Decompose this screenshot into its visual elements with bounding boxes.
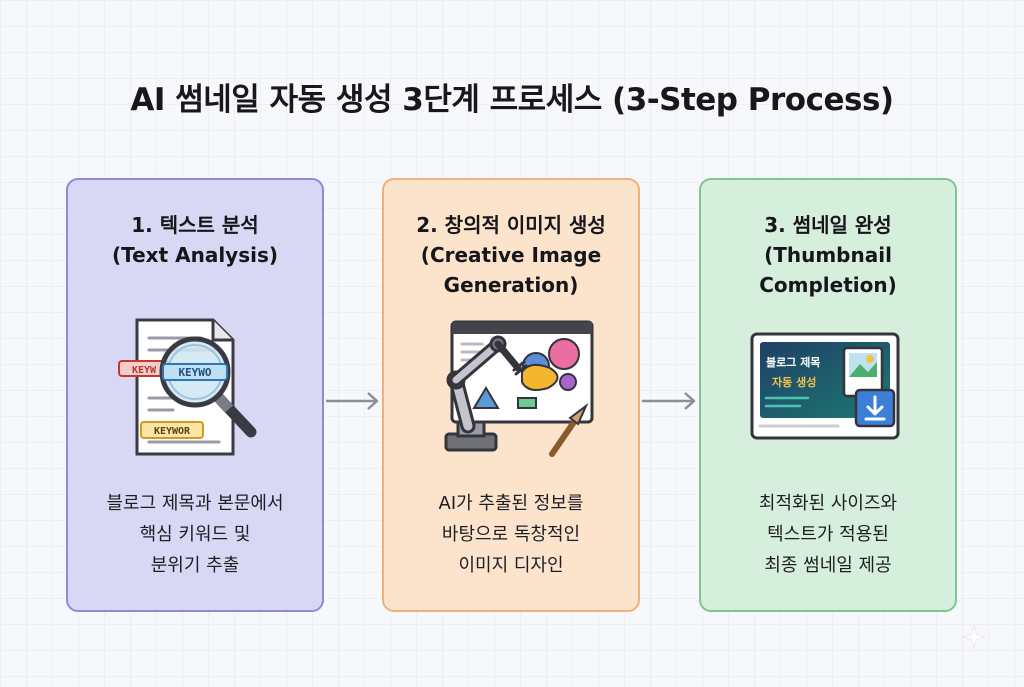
robot-arm-painting-icon xyxy=(444,320,594,457)
step-title: 3. 썸네일 완성 (Thumbnail Completion) xyxy=(701,210,955,300)
step-description: 최적화된 사이즈와 텍스트가 적용된 최종 썸네일 제공 xyxy=(701,488,955,581)
step-card-thumbnail-completion: 3. 썸네일 완성 (Thumbnail Completion) 블로그 제목 … xyxy=(699,178,957,612)
step-description-line: 바탕으로 독창적인 xyxy=(441,524,581,545)
right-arrow-icon xyxy=(642,392,696,410)
step-title-line: 2. 창의적 이미지 생성 xyxy=(416,213,606,237)
thumbnail-title-text: 블로그 제목 xyxy=(766,355,820,369)
keyword-tag: KEYWO xyxy=(178,366,211,379)
step-title-line: 1. 텍스트 분석 xyxy=(131,213,259,237)
keyword-tag: KEYW xyxy=(132,365,157,376)
step-title-line: 3. 썸네일 완성 xyxy=(764,213,892,237)
magnifier-document-icon: KEYW KEYWOR KEYWO xyxy=(118,318,257,456)
step-title: 2. 창의적 이미지 생성 (Creative Image Generation… xyxy=(384,210,638,300)
step-card-text-analysis: 1. 텍스트 분석 (Text Analysis) KEYW KEYWOR KE… xyxy=(66,178,324,612)
step-description-line: 블로그 제목과 본문에서 xyxy=(106,493,284,514)
thumbnail-download-icon: 블로그 제목 자동 생성 xyxy=(750,332,900,440)
sparkle-icon xyxy=(962,625,986,649)
step-description-line: 핵심 키워드 및 xyxy=(139,524,251,545)
step-title-line: (Creative Image xyxy=(420,243,602,267)
step-description: 블로그 제목과 본문에서 핵심 키워드 및 분위기 추출 xyxy=(68,488,322,581)
step-description-line: 최적화된 사이즈와 xyxy=(758,493,898,514)
step-description-line: 최종 썸네일 제공 xyxy=(764,555,892,576)
step-title-line: (Text Analysis) xyxy=(111,243,279,267)
step-description-line: 이미지 디자인 xyxy=(458,555,564,576)
step-description-line: AI가 추출된 정보를 xyxy=(438,493,584,514)
step-title-line: (Thumbnail xyxy=(764,243,892,267)
page-title: AI 썸네일 자동 생성 3단계 프로세스 (3-Step Process) xyxy=(130,82,894,118)
step-title-line: Generation) xyxy=(443,273,579,297)
thumbnail-title-text: 자동 생성 xyxy=(772,375,816,389)
right-arrow-icon xyxy=(326,392,379,410)
step-description: AI가 추출된 정보를 바탕으로 독창적인 이미지 디자인 xyxy=(384,488,638,581)
step-description-line: 분위기 추출 xyxy=(150,555,240,576)
step-card-creative-image-generation: 2. 창의적 이미지 생성 (Creative Image Generation… xyxy=(382,178,640,612)
step-title: 1. 텍스트 분석 (Text Analysis) xyxy=(68,210,322,270)
step-title-line: Completion) xyxy=(759,273,897,297)
step-description-line: 텍스트가 적용된 xyxy=(767,524,889,545)
keyword-tag: KEYWOR xyxy=(154,426,191,437)
